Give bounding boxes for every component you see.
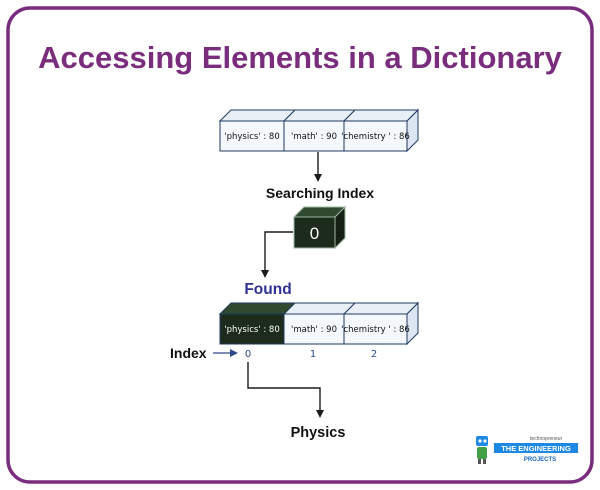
search-index-cube: 0 xyxy=(292,205,347,250)
bottom-cell-text: 'chemistry ' : 86 xyxy=(341,325,410,335)
bottom-cell-chemistry: 'chemistry ' : 86 xyxy=(341,301,420,346)
logo-line2: PROJECTS xyxy=(524,457,556,463)
engineering-projects-logo: technopreneur THE ENGINEERING PROJECTS xyxy=(476,436,578,464)
bottom-cell-math: 'math' : 90 xyxy=(282,302,357,345)
top-cell-text: 'physics' : 80 xyxy=(224,132,279,142)
arrow-to-found xyxy=(261,231,293,278)
index-number: 1 xyxy=(310,349,316,360)
top-cell-chemistry: 'chemistry ' : 86 xyxy=(341,108,420,153)
search-index-value: 0 xyxy=(310,224,319,243)
logo-line1: THE ENGINEERING xyxy=(501,444,571,453)
bottom-cell-text: 'physics' : 80 xyxy=(224,325,279,335)
bottom-cell-physics-highlighted: 'physics' : 80 xyxy=(218,302,297,345)
robot-icon xyxy=(476,436,488,464)
logo-band xyxy=(494,443,578,453)
index-label: Index xyxy=(170,345,207,361)
result-label: Physics xyxy=(291,425,346,441)
index-number: 0 xyxy=(245,349,251,360)
found-label: Found xyxy=(244,281,291,298)
top-dictionary-row: 'physics' : 80 'math' : 90 'chemistry ' … xyxy=(218,108,420,153)
bottom-dictionary-row: 'physics' : 80 'math' : 90 'chemistry ' … xyxy=(218,301,420,346)
top-cell-text: 'chemistry ' : 86 xyxy=(341,132,410,142)
searching-index-label: Searching Index xyxy=(266,185,374,201)
top-cell-text: 'math' : 90 xyxy=(291,132,337,142)
index-number: 2 xyxy=(371,349,377,360)
arrow-to-result xyxy=(247,362,324,418)
diagram-title: Accessing Elements in a Dictionary xyxy=(38,40,563,75)
bottom-cell-text: 'math' : 90 xyxy=(291,325,337,335)
logo-tagline: technopreneur xyxy=(530,436,563,442)
